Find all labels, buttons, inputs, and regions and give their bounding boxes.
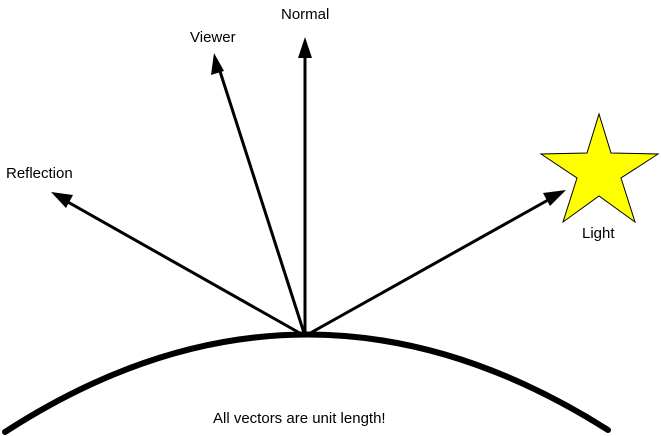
normal-label: Normal: [281, 6, 330, 23]
star-icon: [539, 112, 660, 224]
light-vector: [304, 193, 558, 338]
light-label: Light: [582, 225, 615, 242]
viewer-arrowhead: [211, 53, 224, 75]
viewer-vector: [215, 61, 307, 337]
unit-length-note: All vectors are unit length!: [213, 410, 386, 427]
normal-arrowhead: [298, 37, 312, 58]
light-arrowhead: [543, 190, 566, 206]
viewer-label: Viewer: [190, 29, 236, 46]
reflection-label: Reflection: [6, 165, 73, 182]
reflection-vector: [58, 195, 306, 338]
reflection-arrowhead: [51, 192, 73, 208]
